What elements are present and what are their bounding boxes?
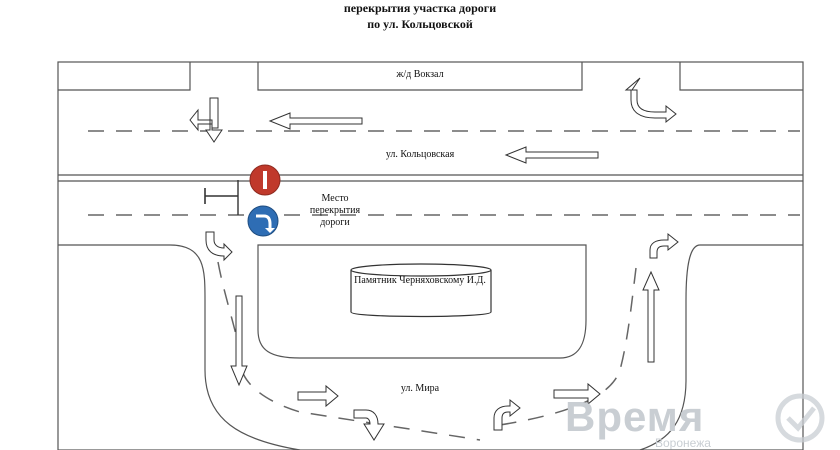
no-entry-sign-icon: [249, 164, 281, 196]
arrow-right-mira-1: [297, 384, 339, 408]
station-building: [257, 62, 583, 91]
arrow-turn-up-right: [624, 77, 677, 124]
watermark-subtitle: Воронежа: [655, 436, 711, 450]
diagram-title-line1: перекрытия участка дороги: [343, 1, 497, 15]
arrow-left-median: [504, 146, 599, 164]
arrow-down-left-ring: [230, 295, 248, 387]
arrow-ring-right-turn: [649, 232, 679, 259]
ring-dashes-left: [217, 261, 481, 441]
north-right-block: [679, 62, 803, 91]
arrow-mira-turn-down: [353, 409, 385, 441]
monument-body: [350, 270, 492, 318]
road-edge-left: [58, 244, 301, 450]
mira-street-label: ул. Мира: [400, 383, 440, 394]
closure-place-label: Место перекрытия дороги: [309, 193, 361, 228]
watermark-logo: Время: [565, 393, 705, 440]
central-island: [257, 244, 587, 359]
street-label: ул. Кольцовская: [385, 149, 455, 160]
ring-dashes-right: [499, 267, 637, 426]
station-label: ж/д Вокзал: [396, 69, 444, 80]
arrow-left-north: [268, 112, 363, 130]
road-edge-right: [639, 244, 803, 450]
diagram-title-line2: по ул. Кольцовской: [367, 17, 473, 31]
map-frame: [57, 61, 804, 450]
arrow-turn-down-left: [189, 97, 223, 143]
monument-label: Памятник Черняховскому И.Д.: [354, 275, 486, 286]
turn-right-sign-icon: [247, 205, 279, 237]
arrow-mira-turn-up: [493, 398, 521, 431]
arrow-ring-left-turn: [205, 231, 233, 262]
arrow-right-mira-2: [553, 382, 601, 406]
watermark-check-icon: [775, 393, 825, 443]
arrow-up-right-ring: [642, 270, 660, 363]
north-left-block: [58, 62, 191, 91]
